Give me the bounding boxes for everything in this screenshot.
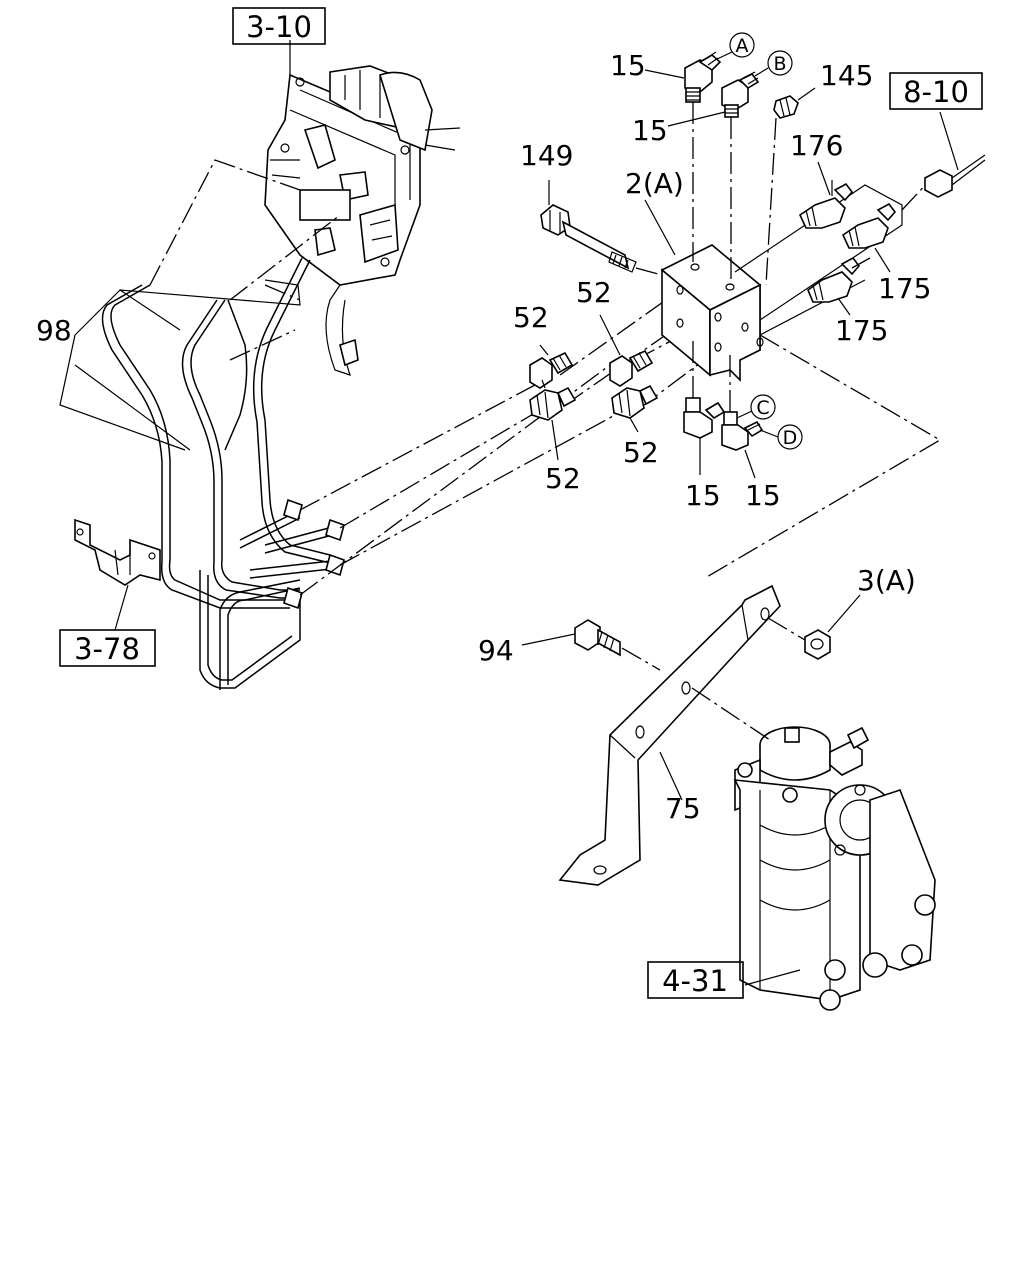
- callout-175-right: 175: [878, 272, 931, 305]
- elbow-fitting-c: [683, 340, 726, 475]
- block-to-bracket-line: [704, 334, 942, 579]
- ref-box-8-10: 8-10: [889, 72, 983, 110]
- ref-label-4-31: 4-31: [662, 964, 728, 998]
- circle-letter-b: B: [773, 53, 786, 75]
- ref-label-8-10: 8-10: [903, 75, 969, 109]
- elbow-fitting-a: [684, 32, 755, 262]
- callout-52-upper-left: 52: [513, 301, 549, 334]
- callout-15-top-b: 15: [632, 114, 668, 147]
- leader-52-lower-left: [551, 419, 559, 461]
- callout-52-lower-left: 52: [545, 462, 581, 495]
- nut-3a: [767, 594, 861, 660]
- leader-15-top-b: [667, 111, 726, 127]
- callout-52-upper-right: 52: [576, 276, 612, 309]
- leader-15-top-a: [644, 69, 685, 79]
- circle-letter-c: C: [756, 397, 769, 419]
- callout-15-bottom-c: 15: [685, 479, 721, 512]
- distribution-block: [660, 244, 764, 382]
- assembly-centerlines: [149, 159, 721, 596]
- leader-176: [817, 161, 831, 196]
- callout-149: 149: [520, 139, 573, 172]
- union-52-top-right: [599, 314, 654, 387]
- leader-98: [59, 279, 301, 451]
- sensor-175-lower: [807, 256, 871, 303]
- bolt-94: [521, 619, 661, 671]
- union-52-mid-left: [529, 379, 577, 421]
- callout-3a: 3(A): [857, 564, 916, 597]
- ref-box-3-10: 3-10: [232, 7, 326, 45]
- brake-lines: [101, 257, 345, 690]
- leader-52-lower-right: [629, 417, 639, 433]
- ref-label-3-78: 3-78: [74, 632, 140, 666]
- elbow-fitting-b: [721, 50, 793, 285]
- union-52-top-left: [529, 344, 574, 389]
- callout-94: 94: [478, 634, 514, 667]
- union-52-mid-right: [611, 384, 659, 419]
- circle-letter-a: A: [736, 35, 749, 57]
- wire-connector: [924, 111, 986, 198]
- callout-15-top-a: 15: [610, 49, 646, 82]
- callout-75: 75: [665, 792, 701, 825]
- callout-175-lower: 175: [835, 314, 888, 347]
- steering-gearbox: [691, 687, 936, 1011]
- callout-2a: 2(A): [625, 167, 684, 200]
- callout-15-bottom-d: 15: [745, 479, 781, 512]
- callout-98: 98: [36, 314, 72, 347]
- callout-145: 145: [820, 59, 873, 92]
- plug-145: [765, 87, 816, 286]
- callout-176: 176: [790, 129, 843, 162]
- sensor-175-top: [841, 202, 897, 249]
- callout-52-lower-right: 52: [623, 436, 659, 469]
- sensor-176: [798, 180, 854, 229]
- leader-175-right: [874, 247, 891, 273]
- elbow-fitting-d: [721, 355, 803, 479]
- leader-175-lower: [837, 297, 851, 316]
- ref-box-4-31: 4-31: [647, 961, 744, 999]
- bracket-75: [558, 584, 781, 886]
- ref-box-3-78: 3-78: [59, 629, 156, 667]
- leader-2a: [644, 199, 676, 256]
- clip-3-78: [74, 518, 161, 631]
- circle-letter-d: D: [783, 427, 798, 449]
- brake-valve-assembly: [264, 65, 461, 376]
- bolt-149: [540, 204, 663, 276]
- ref-label-3-10: 3-10: [246, 10, 312, 44]
